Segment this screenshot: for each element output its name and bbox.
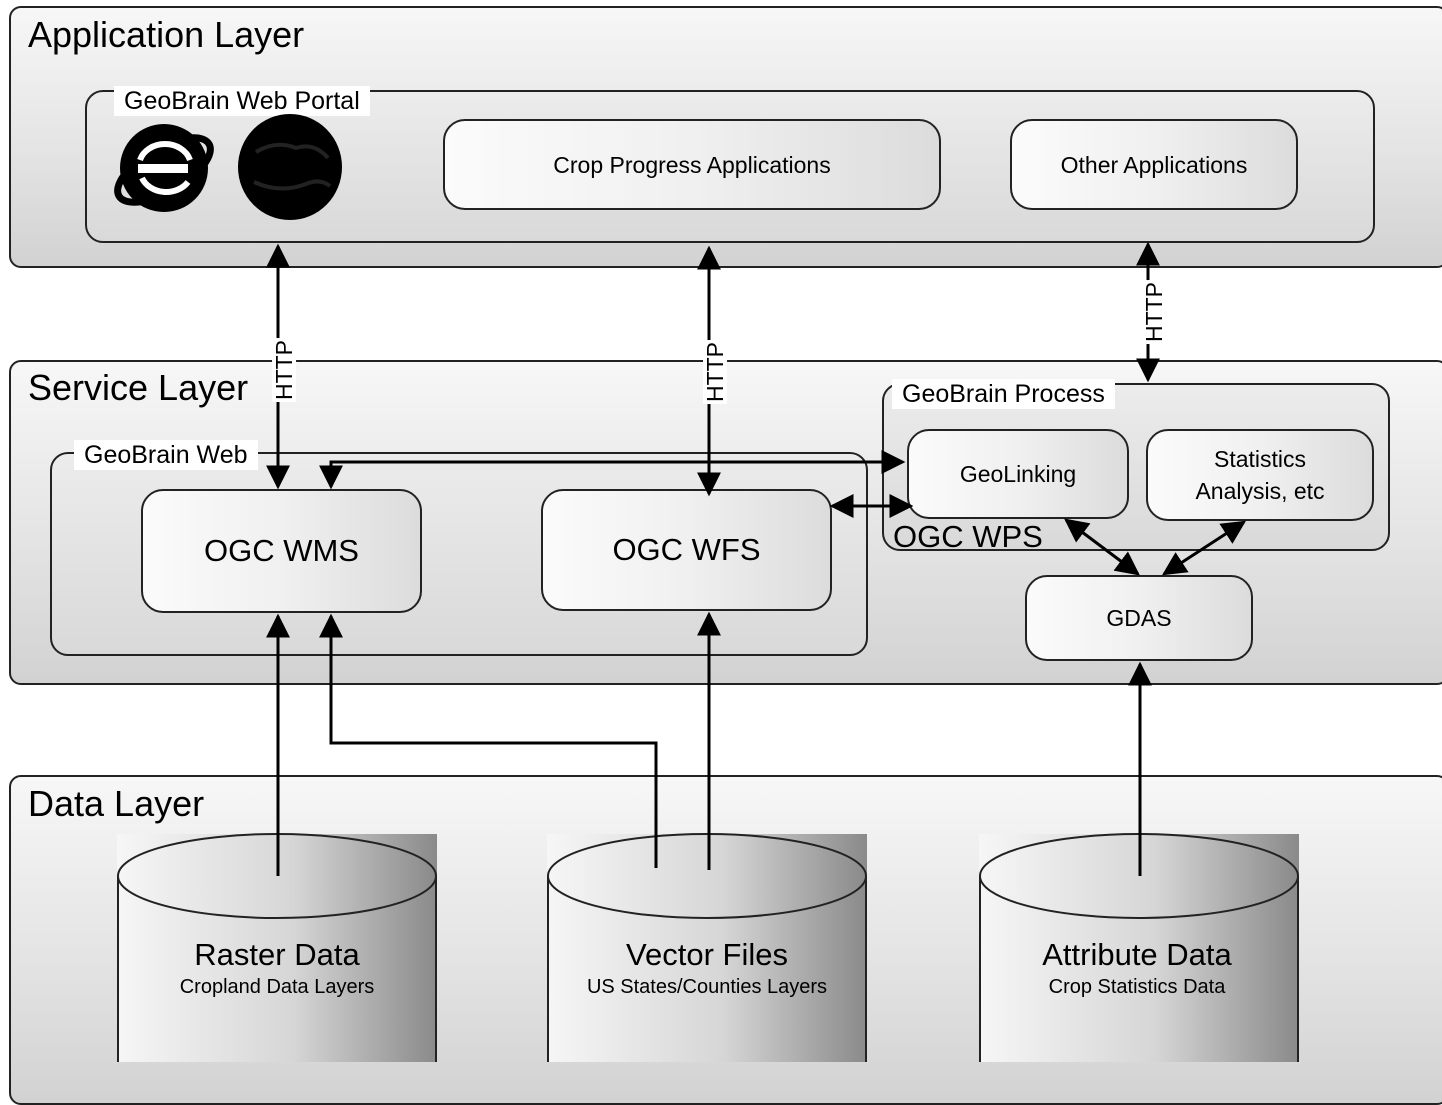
arrow-wms-geolinking [319, 450, 906, 490]
vector-files-subtitle: US States/Counties Layers [586, 976, 828, 998]
crop-progress-applications-box[interactable]: Crop Progress Applications [443, 119, 941, 210]
geolinking-label: GeoLinking [959, 461, 1077, 487]
vector-cylinder-shape [547, 833, 867, 1062]
vector-files-cylinder[interactable]: Vector Files US States/Counties Layers [547, 834, 867, 1062]
vector-files-title: Vector Files [626, 937, 788, 972]
attribute-data-cylinder[interactable]: Attribute Data Crop Statistics Data [977, 834, 1297, 1062]
application-layer-title: Application Layer [28, 14, 305, 55]
raster-data-cylinder[interactable]: Raster Data Cropland Data Layers [117, 834, 437, 1062]
arrow-vector-wms [319, 613, 658, 868]
http-label-other: HTTP [1141, 279, 1168, 345]
geobrain-web-title: GeoBrain Web [74, 440, 258, 470]
other-applications-box[interactable]: Other Applications [1010, 119, 1298, 210]
crop-progress-applications-label: Crop Progress Applications [553, 151, 831, 178]
service-layer-title: Service Layer [28, 367, 249, 408]
statistics-analysis-box[interactable]: Statistics Analysis, etc [1146, 429, 1374, 521]
attribute-data-subtitle: Crop Statistics Data [1048, 976, 1226, 998]
attribute-data-title: Attribute Data [1042, 937, 1232, 972]
http-label-portal: HTTP [271, 337, 298, 403]
internet-explorer-icon[interactable] [110, 112, 220, 222]
ogc-wfs-label: OGC WFS [612, 532, 761, 567]
gdas-label: GDAS [1106, 605, 1172, 631]
ogc-wms-label: OGC WMS [204, 533, 359, 568]
gdas-box[interactable]: GDAS [1025, 575, 1253, 661]
data-layer-title: Data Layer [28, 783, 205, 824]
ogc-wms-box[interactable]: OGC WMS [141, 489, 422, 613]
statistics-label-line1: Statistics [1213, 446, 1307, 472]
http-label-crop: HTTP [702, 339, 729, 405]
raster-data-title: Raster Data [194, 937, 360, 972]
ogc-wps-label: OGC WPS [893, 519, 1043, 554]
other-applications-label: Other Applications [1060, 151, 1248, 178]
statistics-label-line2: Analysis, etc [1195, 478, 1325, 504]
arrow-geolinking-gdas [1064, 518, 1140, 576]
browser-globe-icon[interactable] [236, 112, 346, 222]
raster-data-subtitle: Cropland Data Layers [179, 976, 375, 998]
geolinking-box[interactable]: GeoLinking [907, 429, 1129, 519]
geobrain-process-title: GeoBrain Process [892, 379, 1115, 409]
arrow-statistics-gdas [1161, 520, 1247, 576]
ogc-wfs-box[interactable]: OGC WFS [541, 489, 832, 611]
geobrain-web-portal-title: GeoBrain Web Portal [114, 86, 370, 116]
